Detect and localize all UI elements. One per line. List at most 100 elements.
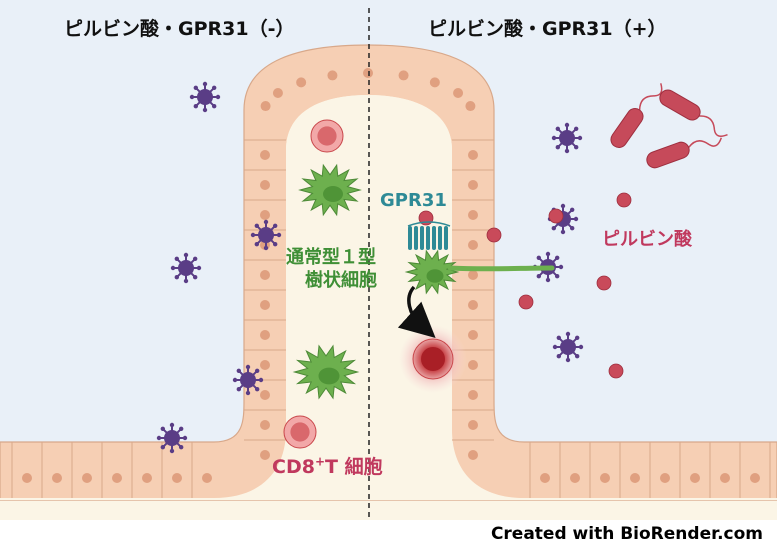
virus-spike-tip bbox=[193, 103, 199, 109]
dendritic-cell bbox=[292, 344, 360, 400]
virus-spike-tip bbox=[551, 225, 557, 231]
virus-spike-tip bbox=[232, 377, 238, 383]
virus-body bbox=[178, 260, 194, 276]
virus-spike-tip bbox=[565, 357, 571, 363]
virus-spike-tip bbox=[263, 245, 269, 251]
epithelial-nucleus bbox=[468, 450, 478, 460]
virus-spike-tip bbox=[564, 122, 570, 128]
virus-body bbox=[559, 130, 575, 146]
epithelial-nucleus bbox=[468, 360, 478, 370]
bacterium bbox=[610, 83, 663, 148]
epithelial-nucleus bbox=[468, 270, 478, 280]
cd8-t-cell bbox=[399, 325, 467, 393]
virus-spike-tip bbox=[574, 353, 580, 359]
bacterium-flagellum bbox=[699, 115, 728, 137]
epithelial-nucleus bbox=[260, 330, 270, 340]
epithelial-nucleus bbox=[630, 473, 640, 483]
bacterium-body bbox=[610, 108, 644, 148]
epithelial-nucleus bbox=[260, 150, 270, 160]
virus-spike-tip bbox=[558, 264, 564, 270]
bacterium bbox=[659, 89, 728, 137]
epithelial-nucleus bbox=[690, 473, 700, 483]
epithelial-nucleus bbox=[52, 473, 62, 483]
virus-spike-tip bbox=[236, 368, 242, 374]
virus-spike-tip bbox=[573, 216, 579, 222]
virus bbox=[551, 122, 583, 154]
virus-spike-tip bbox=[536, 273, 542, 279]
virus-spike-tip bbox=[254, 223, 260, 229]
virus-spike-tip bbox=[560, 229, 566, 235]
virus-spike-tip bbox=[545, 277, 551, 283]
epithelial-nucleus bbox=[363, 68, 373, 78]
virus-spike-tip bbox=[202, 107, 208, 113]
virus-spike-tip bbox=[555, 144, 561, 150]
virus bbox=[232, 364, 264, 396]
epithelial-nucleus bbox=[600, 473, 610, 483]
virus-spike-tip bbox=[245, 390, 251, 396]
epithelial-nucleus bbox=[260, 180, 270, 190]
virus-spike-tip bbox=[272, 241, 278, 247]
receptor-helix bbox=[432, 226, 436, 250]
bacterium-body bbox=[646, 141, 690, 169]
virus-spike-tip bbox=[554, 273, 560, 279]
virus-spike-tip bbox=[183, 278, 189, 284]
virus-spike-tip bbox=[254, 241, 260, 247]
cd8-t-cell-label: CD8+T 細胞 bbox=[272, 452, 383, 479]
pyruvate-label: ピルビン酸 bbox=[602, 229, 692, 250]
t-cell-nucleus bbox=[421, 347, 445, 371]
epithelial-nucleus bbox=[260, 450, 270, 460]
virus-spike-tip bbox=[564, 148, 570, 154]
receptor-helix bbox=[426, 226, 430, 250]
bacterium-flagellum bbox=[638, 83, 663, 111]
epithelial-nucleus bbox=[468, 330, 478, 340]
virus-spike-tip bbox=[577, 135, 583, 141]
pyruvate-molecule bbox=[616, 192, 632, 208]
virus bbox=[156, 422, 188, 454]
dendrite-extension bbox=[447, 265, 555, 272]
gpr31-receptor-icon bbox=[407, 221, 451, 250]
epithelial-nucleus bbox=[142, 473, 152, 483]
virus-spike-tip bbox=[554, 255, 560, 261]
gpr31-label: GPR31 bbox=[380, 190, 447, 211]
lamina-base bbox=[0, 498, 777, 520]
virus-spike-tip bbox=[160, 426, 166, 432]
virus-spike-tip bbox=[254, 386, 260, 392]
t-cell-nucleus bbox=[290, 422, 310, 442]
virus bbox=[552, 331, 584, 363]
virus-spike-tip bbox=[170, 265, 176, 271]
virus-spike-tip bbox=[565, 331, 571, 337]
epithelial-nucleus bbox=[570, 473, 580, 483]
virus-spike-tip bbox=[192, 256, 198, 262]
virus-body bbox=[164, 430, 180, 446]
epithelial-nucleus bbox=[750, 473, 760, 483]
virus-spike-tip bbox=[183, 252, 189, 258]
epithelial-nucleus bbox=[453, 88, 464, 98]
virus-spike-tip bbox=[574, 335, 580, 341]
virus-spike-tip bbox=[536, 255, 542, 261]
receptor-helix bbox=[444, 226, 448, 250]
epithelial-nucleus bbox=[540, 473, 550, 483]
virus-spike-tip bbox=[258, 377, 264, 383]
t-cell-nucleus bbox=[317, 126, 337, 146]
epithelial-nucleus bbox=[172, 473, 182, 483]
virus-spike-tip bbox=[573, 126, 579, 132]
cd8-t-cell bbox=[310, 119, 344, 153]
epithelial-nucleus bbox=[327, 70, 338, 81]
epithelial-nucleus bbox=[468, 210, 478, 220]
epithelial-nucleus bbox=[468, 180, 478, 190]
epithelial-nucleus bbox=[82, 473, 92, 483]
virus-body bbox=[258, 227, 274, 243]
virus-spike-tip bbox=[211, 103, 217, 109]
pyruvate-molecule bbox=[548, 208, 564, 224]
epithelial-nucleus bbox=[296, 77, 307, 88]
left-panel-title: ピルビン酸・GPR31（-） bbox=[64, 18, 295, 40]
cd8-t-cell bbox=[283, 415, 317, 449]
virus-spike-tip bbox=[189, 94, 195, 100]
virus-spike-tip bbox=[211, 85, 217, 91]
virus-spike-tip bbox=[236, 386, 242, 392]
bacterium bbox=[646, 137, 723, 169]
virus-spike-tip bbox=[202, 81, 208, 87]
dendritic-cell-nucleus bbox=[323, 186, 343, 202]
epithelial-nucleus bbox=[398, 70, 409, 81]
